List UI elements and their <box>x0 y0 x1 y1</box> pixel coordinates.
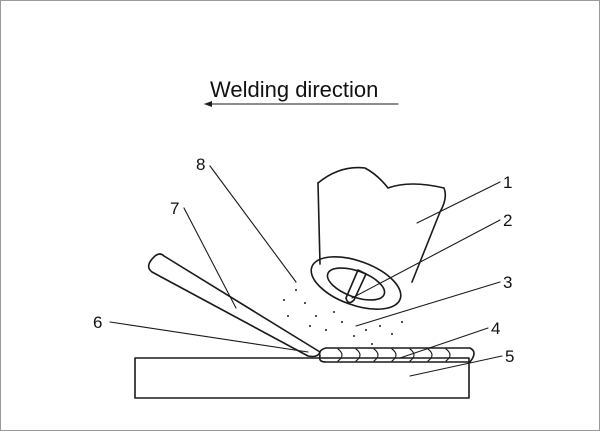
label-4: 4 <box>491 319 500 338</box>
tungsten-electrode <box>345 269 367 304</box>
leader-5 <box>409 355 503 377</box>
leader-lines <box>109 165 503 377</box>
direction-arrowhead <box>204 101 212 107</box>
label-6: 6 <box>93 313 102 332</box>
leader-4 <box>399 327 489 359</box>
leader-6 <box>109 321 309 353</box>
label-7: 7 <box>170 199 179 218</box>
base-metal-plate <box>134 357 470 399</box>
label-5: 5 <box>505 347 514 366</box>
leader-7 <box>183 207 237 309</box>
leader-2 <box>351 219 501 299</box>
label-2: 2 <box>503 211 512 230</box>
label-8: 8 <box>196 155 205 174</box>
filler-rod <box>147 253 321 358</box>
shielding-gas-particles <box>283 289 403 345</box>
leader-3 <box>355 281 501 327</box>
weld-bead <box>318 347 475 363</box>
label-3: 3 <box>503 273 512 292</box>
torch-nozzle <box>310 166 447 310</box>
leader-1 <box>416 181 501 224</box>
label-1: 1 <box>503 173 512 192</box>
leader-8 <box>209 165 297 283</box>
title-welding-direction: Welding direction <box>210 77 378 102</box>
